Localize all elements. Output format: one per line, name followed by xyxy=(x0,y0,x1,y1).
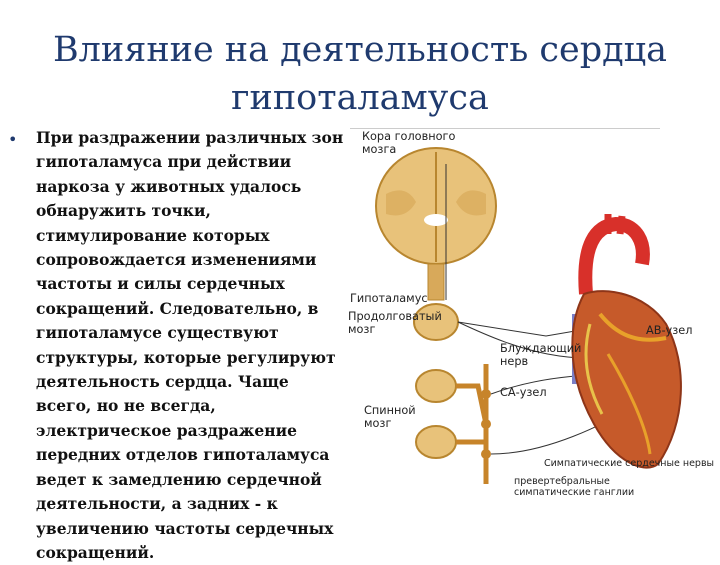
label-sa-node: СА-узел xyxy=(500,386,547,399)
label-av-node: AB-узел xyxy=(646,324,693,337)
label-ganglia: превертебральные симпатические ганглии xyxy=(514,476,635,498)
label-vagus: Блуждающий нерв xyxy=(500,342,582,368)
brain-section xyxy=(375,147,497,301)
heart-innervation-diagram: Кора головного мозга Гипоталамус Продолг… xyxy=(346,124,720,540)
label-hypothalamus: Гипоталамус xyxy=(350,292,428,305)
bullet-item: • При раздражении различных зон гипотала… xyxy=(4,126,349,565)
label-cortex: Кора головного мозга xyxy=(362,130,456,156)
diagram-illustration xyxy=(375,147,682,484)
spinal-cord-sections xyxy=(415,364,491,484)
bullet-text: При раздражении различных зон гипоталаму… xyxy=(36,128,344,562)
label-sympathetic-nerves: Симпатические сердечные нервы xyxy=(544,458,715,469)
slide-title: Влияние на деятельность сердца гипоталам… xyxy=(52,30,668,118)
divider xyxy=(350,128,660,129)
bullet-marker: • xyxy=(8,130,18,149)
heart-illustration xyxy=(571,214,682,469)
label-spinal-cord: Спинной мозг xyxy=(364,404,416,430)
label-medulla: Продолговатый мозг xyxy=(348,310,442,336)
